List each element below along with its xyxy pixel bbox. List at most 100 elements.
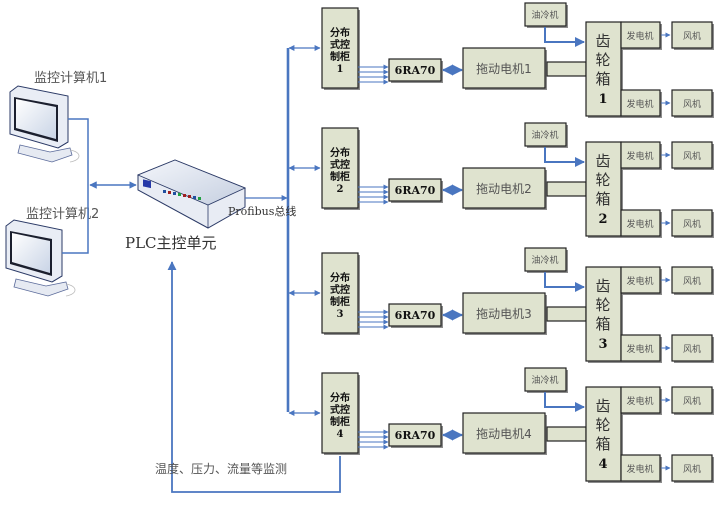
cabinet-label-line: 式控 [330, 158, 350, 171]
generator [620, 89, 661, 117]
bus-label: Profibus总线 [228, 204, 296, 218]
monitor-icon [5, 219, 76, 297]
cabinet-label-line: 分布 [330, 271, 350, 284]
generator-label: 发电机 [626, 343, 653, 355]
cabinet-label-line: 分布 [330, 26, 350, 39]
drive-6ra70 [388, 58, 442, 82]
gearbox-label-line: 1 [598, 92, 607, 107]
oil-cooler-link [544, 272, 585, 292]
oil-cooler [524, 247, 567, 272]
monitor-2-label: 监控计算机2 [26, 207, 99, 222]
cabinet-label-line: 制柜 [330, 50, 350, 63]
drive-6ra70 [388, 178, 442, 202]
fan [671, 21, 713, 49]
generator-label: 发电机 [626, 218, 653, 230]
cabinet-label-line: 制柜 [330, 170, 350, 183]
fan-label: 风机 [683, 30, 701, 42]
generator-label: 发电机 [626, 98, 653, 110]
generator [620, 266, 661, 294]
generator [620, 209, 661, 237]
cabinet-label-line: 3 [337, 309, 344, 320]
fan [671, 141, 713, 169]
oil-cooler-link [544, 147, 585, 167]
cabinet-label-line: 4 [337, 429, 344, 440]
generator-label: 发电机 [626, 463, 653, 475]
oil-cooler-link [544, 27, 585, 47]
gearbox [585, 386, 622, 482]
motor-label: 拖动电机3 [476, 307, 532, 321]
motor-label: 拖动电机1 [476, 62, 532, 76]
monitor-2: 监控计算机2 [5, 207, 99, 297]
oil-cooler-link [544, 392, 585, 412]
generator-label: 发电机 [626, 395, 653, 407]
fan [671, 454, 713, 482]
cabinet-label-line: 1 [337, 64, 344, 75]
plc-label: PLC主控单元 [125, 234, 217, 252]
oil-cooler [524, 2, 567, 27]
motor-shaft [546, 306, 587, 322]
traction-motor [462, 47, 546, 89]
generator [620, 454, 661, 482]
fan [671, 386, 713, 414]
distributed-cabinet [321, 252, 359, 334]
traction-motor [462, 412, 546, 454]
cabinet-label-line: 式控 [330, 283, 350, 296]
gearbox-label-line: 箱 [595, 315, 610, 333]
cabinet-label-line: 分布 [330, 146, 350, 159]
drive-label: 6RA70 [395, 429, 436, 442]
generator-label: 发电机 [626, 30, 653, 42]
gearbox-label-line: 箱 [595, 435, 610, 453]
distributed-cabinet [321, 7, 359, 89]
traction-motor [462, 292, 546, 334]
distributed-cabinet [321, 127, 359, 209]
traction-motor [462, 167, 546, 209]
monitor-icon [9, 85, 80, 163]
gearbox-label-line: 轮 [595, 296, 610, 314]
gearbox-label-line: 轮 [595, 416, 610, 434]
motor-shaft [546, 181, 587, 197]
oil-cooler-label: 油冷机 [531, 374, 558, 386]
gearbox-label-line: 齿 [595, 32, 610, 50]
monitor-links [62, 118, 137, 254]
cabinet-label-line: 分布 [330, 391, 350, 404]
cabinet-label-line: 制柜 [330, 415, 350, 428]
oil-cooler-label: 油冷机 [531, 9, 558, 21]
distributed-cabinet [321, 372, 359, 454]
motor-shaft [546, 61, 587, 77]
generator [620, 334, 661, 362]
drive-6ra70 [388, 303, 442, 327]
gearbox-label-line: 3 [598, 337, 607, 352]
motor-label: 拖动电机2 [476, 182, 532, 196]
cabinet-label-line: 式控 [330, 38, 350, 51]
generator-label: 发电机 [626, 275, 653, 287]
plc-unit: PLC主控单元 [125, 159, 247, 252]
oil-cooler-label: 油冷机 [531, 254, 558, 266]
gearbox-label-line: 轮 [595, 51, 610, 69]
oil-cooler-label: 油冷机 [531, 129, 558, 141]
generator [620, 141, 661, 169]
fan [671, 209, 713, 237]
gearbox-label-line: 2 [598, 212, 607, 227]
gearbox [585, 21, 622, 117]
generator-label: 发电机 [626, 150, 653, 162]
drive-6ra70 [388, 423, 442, 447]
fan-label: 风机 [683, 218, 701, 230]
gearbox-label-line: 齿 [595, 277, 610, 295]
drive-label: 6RA70 [395, 64, 436, 77]
fan-label: 风机 [683, 275, 701, 287]
fan [671, 89, 713, 117]
gearbox-label-line: 轮 [595, 171, 610, 189]
gearbox-label-line: 齿 [595, 397, 610, 415]
fan-label: 风机 [683, 98, 701, 110]
drive-label: 6RA70 [395, 309, 436, 322]
oil-cooler [524, 122, 567, 147]
generator [620, 386, 661, 414]
fan-label: 风机 [683, 343, 701, 355]
profibus-bus: Profibus总线 [228, 48, 296, 412]
fan [671, 266, 713, 294]
